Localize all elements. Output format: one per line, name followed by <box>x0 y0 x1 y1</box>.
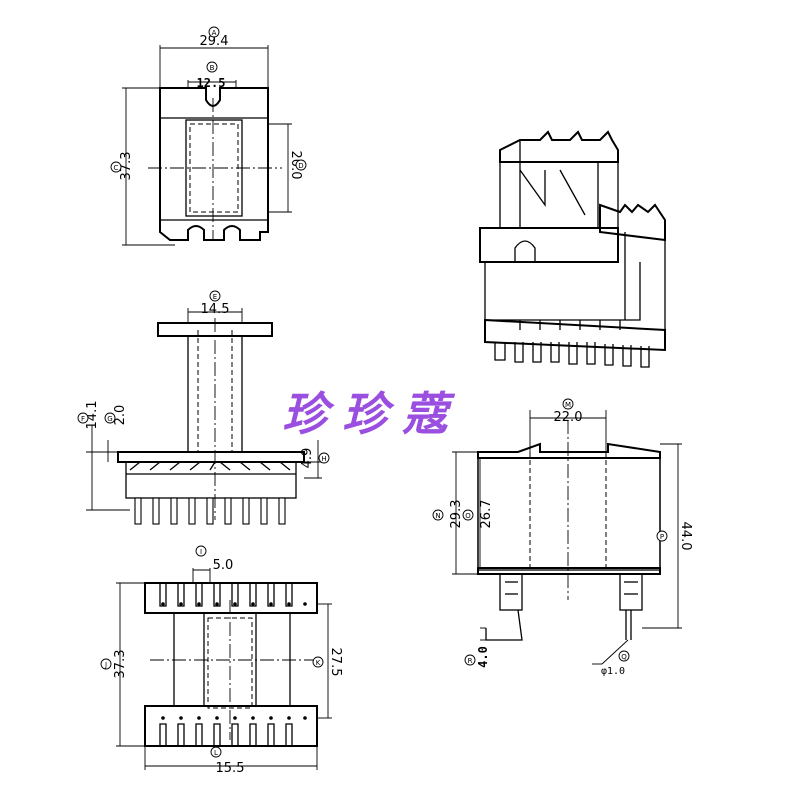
front-view-pin-channels <box>126 461 296 475</box>
watermark-text: 珍珍蔻 <box>282 387 462 441</box>
marker-m: M <box>562 398 574 410</box>
dim-j-label: 37.3 <box>113 650 128 679</box>
marker-r: R <box>464 654 476 666</box>
dimension-markers: A B C D E F G H I J K L M N O P Q R <box>77 26 668 758</box>
marker-f: F <box>77 412 89 424</box>
svg-text:D: D <box>298 162 303 170</box>
isometric-view <box>479 130 666 368</box>
dim-a-label: 29.4 <box>200 34 229 49</box>
dim-m-label: 22.0 <box>554 410 583 425</box>
dim-c-label: 37.3 <box>119 152 134 181</box>
marker-j: J <box>100 658 112 670</box>
svg-text:A: A <box>212 29 217 37</box>
svg-text:B: B <box>210 64 215 72</box>
svg-text:L: L <box>214 749 218 757</box>
svg-text:H: H <box>321 455 326 463</box>
dim-k-label: 27.5 <box>328 648 343 677</box>
marker-k: K <box>312 656 324 668</box>
dim-q-label: φ1.0 <box>601 666 625 677</box>
dim-b-label: 12.5 <box>197 76 226 90</box>
marker-a: A <box>208 26 220 38</box>
svg-text:G: G <box>107 415 112 423</box>
dim-h-label: 4.9 <box>300 448 315 469</box>
marker-g: G <box>104 412 116 424</box>
marker-h: H <box>318 452 330 464</box>
front-view-pins <box>134 497 286 525</box>
top-view: 29.4 12.5 37.3 20.0 <box>119 34 303 246</box>
dim-l-label: 15.5 <box>216 761 245 776</box>
svg-text:R: R <box>468 657 473 665</box>
marker-d: D <box>295 159 307 171</box>
svg-text:J: J <box>104 661 107 669</box>
svg-text:M: M <box>565 401 571 409</box>
marker-q: Q <box>618 650 630 662</box>
marker-l: L <box>210 746 222 758</box>
svg-text:E: E <box>213 293 217 301</box>
dim-e-label: 14.5 <box>201 302 230 317</box>
side-view: 22.0 29.3 26.7 44.0 φ1.0 4.0 <box>449 410 693 677</box>
svg-text:N: N <box>435 512 440 520</box>
marker-n: N <box>432 509 444 521</box>
isometric-view-pins <box>494 320 650 368</box>
dim-g-label: 2.0 <box>113 405 128 426</box>
dim-n-label: 29.3 <box>449 500 464 529</box>
bottom-view: 5.0 37.3 27.5 15.5 <box>113 558 343 776</box>
svg-text:P: P <box>660 533 664 541</box>
marker-c: C <box>110 161 122 173</box>
front-view: 14.5 14.1 2.0 4.9 <box>85 302 322 525</box>
dim-p-label: 44.0 <box>678 522 693 551</box>
svg-text:Q: Q <box>621 653 627 661</box>
dim-d-label: 20.0 <box>288 151 303 180</box>
dim-f-label: 14.1 <box>85 401 100 430</box>
dim-o-label: 26.7 <box>479 500 494 529</box>
bottom-view-pin-dots <box>161 602 307 720</box>
svg-text:O: O <box>465 512 471 520</box>
marker-p: P <box>656 530 668 542</box>
marker-b: B <box>206 61 218 73</box>
marker-i: I <box>195 545 207 557</box>
marker-o: O <box>462 509 474 521</box>
svg-text:C: C <box>114 164 119 172</box>
top-view-outline <box>159 87 269 241</box>
marker-e: E <box>209 290 221 302</box>
svg-text:K: K <box>316 659 321 667</box>
dim-r-label: 4.0 <box>476 646 490 668</box>
svg-text:I: I <box>200 548 202 556</box>
svg-text:F: F <box>81 415 85 423</box>
dim-i-label: 5.0 <box>213 558 234 573</box>
